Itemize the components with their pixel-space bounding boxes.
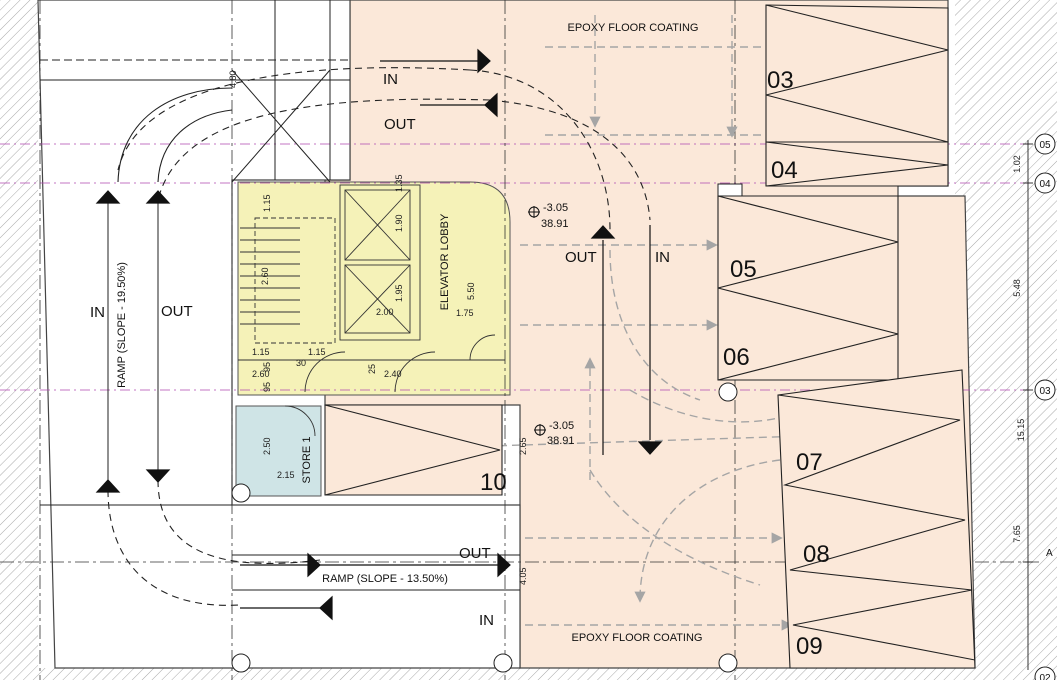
floor-note-bottom: EPOXY FLOOR COATING [571,632,702,644]
svg-text:-3.05: -3.05 [543,202,568,214]
grid-lines [0,143,1030,391]
dim-lobby-95b: 95 [262,382,272,392]
dim-lobby-260b: 2.60 [260,267,270,285]
grid-label-a: A [1046,548,1053,559]
store-area [235,405,322,497]
parking-bays [324,4,976,669]
traffic-bottom-out: OUT [459,545,491,562]
bay-03: 03 [767,67,794,94]
bay-04: 04 [771,157,798,184]
dim-lobby-190: 1.90 [394,214,404,232]
svg-text:02: 02 [1039,673,1051,680]
dim-store-215: 2.15 [277,470,295,480]
left-wall-hatch [0,0,38,680]
floor-note-top: EPOXY FLOOR COATING [567,22,698,34]
bay-10: 10 [480,469,507,496]
dim-lobby-260: 2.60 [252,369,270,379]
svg-text:03: 03 [1039,386,1051,397]
direction-arrows [95,48,663,621]
bay-08: 08 [803,541,830,568]
traffic-ramp-out: OUT [161,303,193,320]
level-marker-2: -3.05 38.91 [534,420,575,447]
dim-right-3: 15.15 [1016,419,1026,442]
traffic-top-out: OUT [384,116,416,133]
grid-bubble-02: 02 [1034,666,1056,680]
grid-bubble-05: 05 [1034,133,1056,155]
dim-misc-480: 4.80 [228,70,238,88]
grid-bubble-04: 04 [1034,172,1056,194]
dim-lobby-95a: 95 [262,362,272,372]
svg-text:38.91: 38.91 [547,435,575,447]
traffic-mid-in: IN [655,249,670,266]
store-label: STORE 1 [301,437,313,484]
traffic-mid-out: OUT [565,249,597,266]
ramp-left-label: RAMP (SLOPE - 19.50%) [116,262,128,388]
bay-06: 06 [723,344,750,371]
dim-store-250: 2.50 [262,437,272,455]
bottom-wall-hatch [0,668,1057,680]
ramp-curve-inner [157,109,233,183]
dim-lobby-200: 2.00 [376,307,394,317]
dim-lobby-115b: 1.15 [308,347,326,357]
dim-lobby-240: 2.40 [384,369,402,379]
bay-09: 09 [796,633,823,660]
dim-right-4: 7.65 [1012,525,1022,543]
lobby-label: ELEVATOR LOBBY [439,213,451,310]
dim-lobby-115a: 1.15 [252,347,270,357]
ramp-guides [40,0,520,591]
dim-lobby-135: 1.35 [394,174,404,192]
dim-lobby-30: 30 [296,358,306,368]
dim-misc-405: 4.05 [518,567,528,585]
ramp-bottom-label: RAMP (SLOPE - 13.50%) [322,573,448,585]
grid-bubble-03: 03 [1034,379,1056,401]
traffic-ramp-in: IN [90,304,105,321]
lobby-fixtures [238,184,505,437]
dim-misc-265: 2.65 [518,437,528,455]
svg-text:04: 04 [1039,179,1051,190]
dim-lobby-550: 5.50 [466,282,476,300]
svg-text:-3.05: -3.05 [549,420,574,432]
level-marker-1: -3.05 38.91 [528,202,569,230]
turning-arcs [107,67,651,606]
traffic-guides [459,15,838,631]
columns [231,382,738,673]
bay-05: 05 [730,256,757,283]
dim-lobby-25: 25 [367,364,377,374]
svg-text:05: 05 [1039,140,1051,151]
dim-right-1: 1.02 [1012,155,1022,173]
traffic-bottom-in: IN [479,612,494,629]
bay-post [717,183,743,197]
dim-lobby-195: 1.95 [394,284,404,302]
traffic-top-in: IN [383,71,398,88]
bay-07: 07 [796,449,823,476]
dim-lobby-115c: 1.15 [262,194,272,212]
elevator-lobby-area [237,181,511,396]
svg-text:38.91: 38.91 [541,218,569,230]
dim-lobby-175: 1.75 [456,308,474,318]
ramp-curve [117,87,233,183]
dim-right-2: 5.48 [1012,279,1022,297]
